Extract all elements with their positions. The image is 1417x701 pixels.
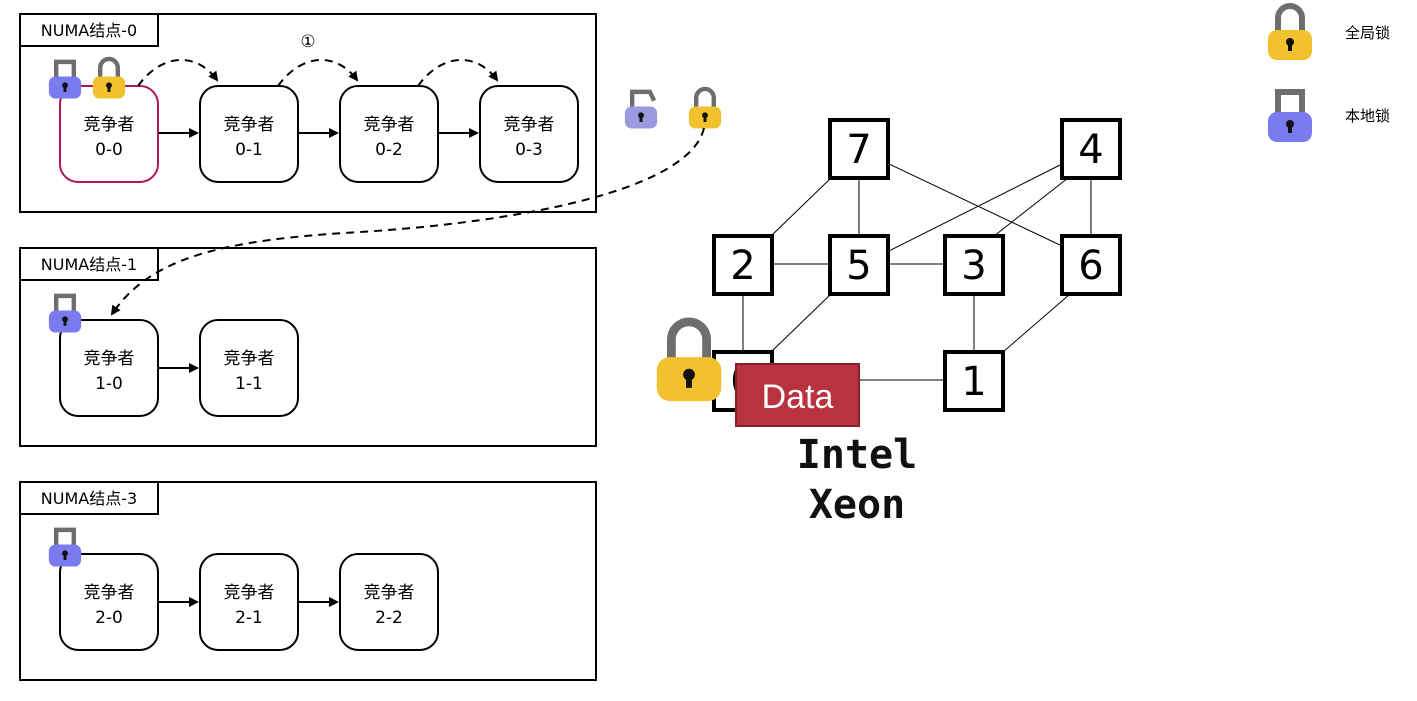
cpu-model-line2: Xeon bbox=[809, 482, 905, 528]
competitor-label: 竞争者 bbox=[224, 583, 275, 603]
cpu-node-label: 4 bbox=[1078, 127, 1103, 173]
cpu-node-label: 1 bbox=[961, 359, 986, 405]
data-label: Data bbox=[762, 378, 834, 416]
competitor-id: 2-0 bbox=[95, 608, 123, 628]
competitor-id: 2-1 bbox=[235, 608, 263, 628]
competitor-2-2[interactable]: 竞争者 2-2 bbox=[339, 553, 439, 651]
competitor-label: 竞争者 bbox=[84, 349, 135, 369]
handoff-arrow bbox=[137, 58, 219, 87]
global-lock-icon bbox=[1268, 6, 1312, 60]
competitor-2-0[interactable]: 竞争者 2-0 bbox=[59, 553, 159, 651]
competitor-0-3[interactable]: 竞争者 0-3 bbox=[479, 85, 579, 183]
competitor-0-1[interactable]: 竞争者 0-1 bbox=[199, 85, 299, 183]
competitor-id: 0-0 bbox=[95, 140, 123, 160]
cpu-node-label: 7 bbox=[846, 127, 871, 173]
numa-node-1: NUMA结点-1 竞争者 1-0 竞争者 1-1 bbox=[19, 247, 597, 447]
cpu-node-5[interactable]: 5 bbox=[828, 234, 890, 296]
global-lock-icon bbox=[657, 322, 722, 401]
competitor-0-0[interactable]: 竞争者 0-0 bbox=[59, 85, 159, 183]
numa-node-1-tag: NUMA结点-1 bbox=[41, 255, 137, 274]
competitor-label: 竞争者 bbox=[504, 115, 555, 135]
cpu-model-line1: Intel bbox=[797, 432, 917, 478]
cpu-node-label: 2 bbox=[730, 243, 755, 289]
numa-node-0: NUMA结点-0 竞争者 0-0 竞争者 0-1 竞争者 0-2 竞争者 0-3 bbox=[19, 13, 597, 213]
global-lock-icon bbox=[689, 89, 721, 129]
competitor-2-1[interactable]: 竞争者 2-1 bbox=[199, 553, 299, 651]
released-local-lock-icon bbox=[625, 92, 657, 129]
legend-global-lock-label: 全局锁 bbox=[1345, 24, 1390, 42]
legend: 全局锁 本地锁 bbox=[1268, 6, 1390, 142]
cpu-node-2[interactable]: 2 bbox=[712, 234, 774, 296]
data-block: Data bbox=[735, 363, 860, 427]
handoff-arrow bbox=[277, 58, 359, 87]
competitor-1-1[interactable]: 竞争者 1-1 bbox=[199, 319, 299, 417]
competitor-id: 0-1 bbox=[235, 140, 263, 160]
competitor-label: 竞争者 bbox=[84, 583, 135, 603]
local-lock-icon bbox=[1268, 92, 1312, 142]
numa-node-3: NUMA结点-3 竞争者 2-0 竞争者 2-1 竞争者 2-2 bbox=[19, 481, 597, 681]
cpu-node-label: 3 bbox=[961, 243, 986, 289]
interconnect-topology: 7 4 2 5 3 6 1 0 bbox=[657, 118, 1122, 528]
legend-local-lock-label: 本地锁 bbox=[1345, 107, 1390, 125]
cpu-node-6[interactable]: 6 bbox=[1060, 234, 1122, 296]
cpu-node-1[interactable]: 1 bbox=[943, 350, 1005, 412]
competitor-1-0[interactable]: 竞争者 1-0 bbox=[59, 319, 159, 417]
competitor-label: 竞争者 bbox=[224, 115, 275, 135]
cpu-node-3[interactable]: 3 bbox=[943, 234, 1005, 296]
competitor-id: 1-1 bbox=[235, 374, 263, 394]
cpu-node-7[interactable]: 7 bbox=[828, 118, 890, 180]
competitor-label: 竞争者 bbox=[364, 583, 415, 603]
cpu-node-label: 5 bbox=[846, 243, 871, 289]
numa-node-3-tag: NUMA结点-3 bbox=[41, 489, 137, 508]
competitor-label: 竞争者 bbox=[224, 349, 275, 369]
numa-node-0-tag: NUMA结点-0 bbox=[41, 21, 137, 40]
cpu-node-label: 6 bbox=[1078, 243, 1103, 289]
competitor-id: 2-2 bbox=[375, 608, 403, 628]
competitor-0-2[interactable]: 竞争者 0-2 bbox=[339, 85, 439, 183]
handoff-step-marker: ① bbox=[300, 32, 315, 52]
interconnect-links bbox=[742, 163, 1092, 381]
competitor-id: 1-0 bbox=[95, 374, 123, 394]
cpu-node-4[interactable]: 4 bbox=[1060, 118, 1122, 180]
handoff-arrow bbox=[417, 58, 499, 87]
competitor-id: 0-3 bbox=[515, 140, 543, 160]
competitor-label: 竞争者 bbox=[364, 115, 415, 135]
competitor-id: 0-2 bbox=[375, 140, 403, 160]
competitor-label: 竞争者 bbox=[84, 115, 135, 135]
